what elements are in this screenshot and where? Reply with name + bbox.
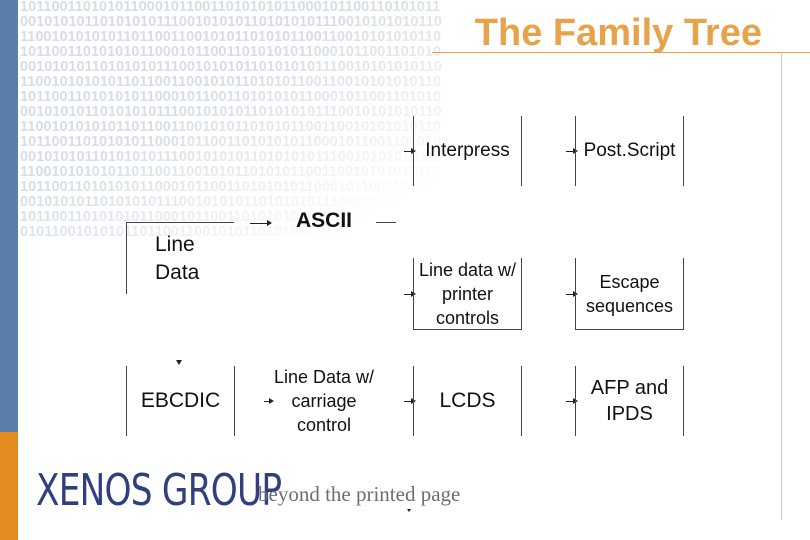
node-lcds: LCDS (413, 366, 522, 436)
node-escape-sequences-label: Escape sequences (585, 271, 674, 316)
arrow-to-lcds (404, 398, 416, 404)
binary-line: 1011001101010101100010110011010101011000… (20, 134, 442, 150)
arrow-to-line-data-printer (404, 291, 416, 297)
node-escape-sequences: Escape sequences (575, 258, 684, 330)
node-line-data-label: Line Data (155, 232, 200, 284)
node-afp-ipds-label: AFP and IPDS (590, 377, 669, 425)
title-underline (432, 52, 810, 53)
node-afp-ipds: AFP and IPDS (575, 366, 684, 436)
node-lcds-label: LCDS (439, 389, 496, 412)
node-ascii: ASCII (284, 206, 364, 236)
small-marker (407, 509, 411, 512)
binary-background-pattern: 1011001101010110001011001101010101100010… (20, 0, 580, 250)
arrow-to-postscript (566, 148, 578, 154)
binary-line: 1100101010101101100110010101101010110011… (20, 119, 442, 135)
node-line-data-printer: Line data w/ printer controls (413, 258, 522, 330)
binary-line: 1100101010101101100110010101101010110011… (20, 74, 442, 90)
arrow-to-afp-ipds (566, 398, 578, 404)
binary-line: 0010101011010101011100101010110101010111… (20, 194, 442, 210)
logo-tagline: beyond the printed page (258, 482, 461, 506)
binary-line: 1011001101010101100010110011010101011000… (20, 89, 442, 105)
node-line-data-carriage-label: Line Data w/ carriage control (273, 367, 375, 435)
side-accent-bar-orange (0, 432, 18, 540)
arrow-down-to-ebcdic (176, 360, 182, 365)
binary-line: 1100101010101101100110010101101010110011… (20, 164, 442, 180)
node-postscript-label: Post.Script (583, 140, 676, 161)
node-ebcdic-label: EBCDIC (140, 389, 221, 412)
arrow-to-ascii (250, 220, 272, 226)
node-line-data: Line Data (126, 222, 234, 294)
binary-line: 0010101011010101011100101010110101010111… (20, 149, 442, 165)
node-ebcdic: EBCDIC (126, 366, 235, 436)
node-ascii-label: ASCII (295, 209, 352, 232)
right-divider (781, 52, 782, 520)
binary-line: 1011001101010110001011001101010101100010… (20, 0, 441, 15)
node-line-data-carriage: Line Data w/ carriage control (268, 364, 380, 438)
xenos-group-logo: XENOS GROUP (36, 465, 282, 516)
binary-line: 0101100101010110110011001010110101011001… (20, 224, 442, 240)
side-accent-bar-blue (0, 0, 18, 432)
binary-line: 1011001101010101100010110011010101011000… (20, 179, 442, 195)
node-interpress-label: Interpress (425, 140, 510, 161)
slide-title: The Family Tree (470, 12, 766, 55)
binary-line: 1011001101010101100010110011010101011000… (20, 209, 442, 225)
ascii-connector-line (376, 222, 396, 223)
binary-line: 0010101011010101011100101010110101010111… (20, 14, 442, 30)
binary-line: 0010101011010101011100101010110101010111… (20, 104, 442, 120)
node-line-data-printer-label: Line data w/ printer controls (418, 259, 517, 328)
binary-line: 1100101010101101100110010101101010110011… (20, 29, 442, 45)
node-postscript: Post.Script (575, 116, 684, 186)
node-interpress: Interpress (413, 116, 522, 186)
binary-line: 0010101011010101011100101010110101010111… (20, 59, 442, 75)
arrow-to-escape-sequences (566, 291, 578, 297)
arrow-to-interpress (404, 148, 416, 154)
arrow-to-line-data-carriage (264, 398, 274, 404)
binary-line: 1011001101010101100010110011010101011000… (20, 44, 442, 60)
